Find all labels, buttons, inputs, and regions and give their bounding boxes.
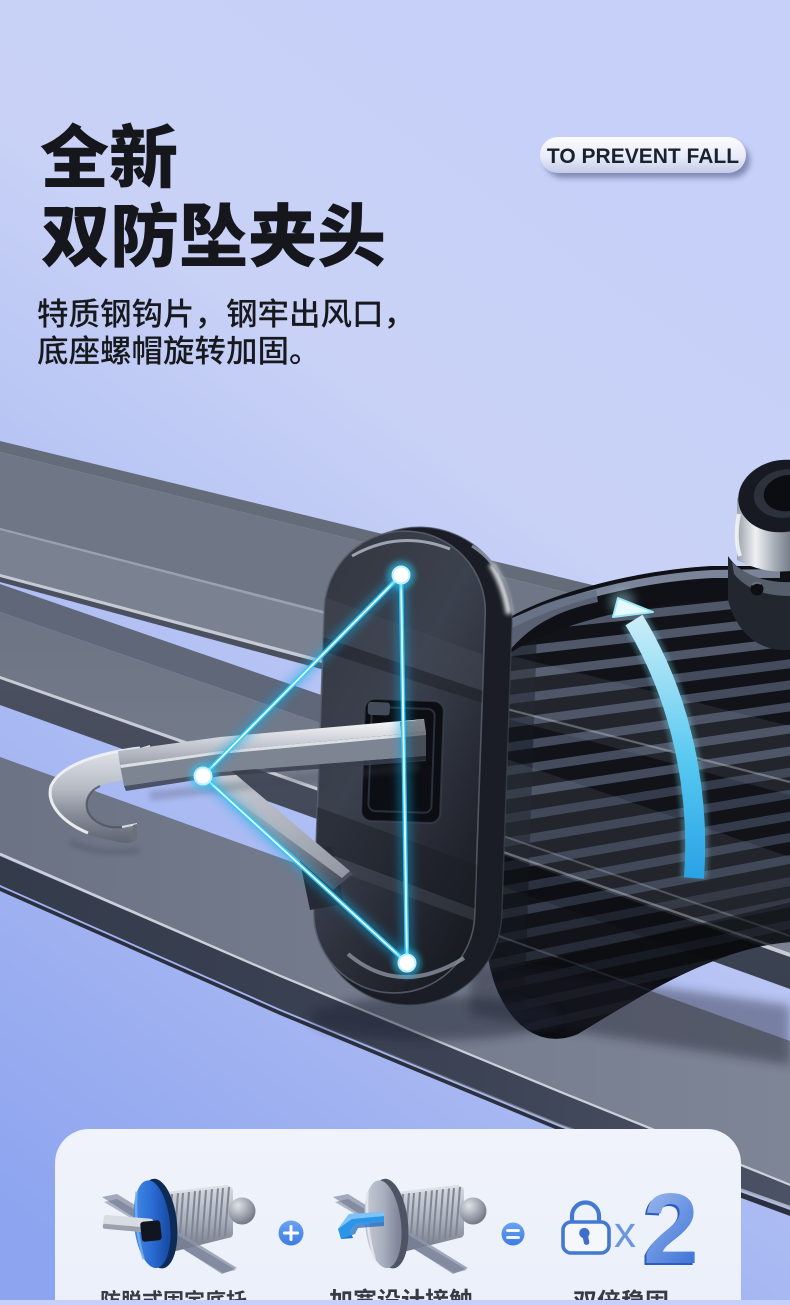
svg-text:2: 2 xyxy=(641,1175,697,1287)
svg-text:TO PREVENT FALL: TO PREVENT FALL xyxy=(547,145,739,168)
svg-text:x: x xyxy=(614,1208,636,1257)
svg-text:2: 2 xyxy=(643,1173,699,1285)
